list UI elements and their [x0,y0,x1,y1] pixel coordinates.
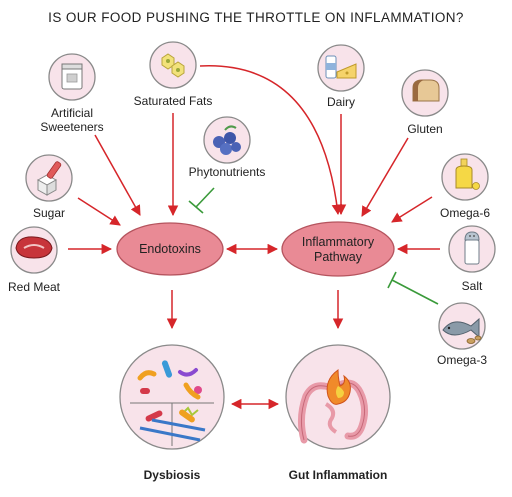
inhibit-phytonutrients-bar [188,200,204,214]
sugar-item: Sugar [25,154,73,220]
arrow-gluten-pathway [361,137,409,217]
bacteria-icon [130,360,214,446]
promoting-arrows [68,65,440,410]
inhibiting-lines [188,187,439,305]
omega6-item: Omega-6 [440,153,490,220]
page-title: IS OUR FOOD PUSHING THE THROTTLE ON INFL… [48,10,464,25]
arrow-sugar-endotoxins [77,197,121,226]
salt-shaker-icon [464,231,480,265]
saturated-fats-item: Saturated Fats [134,41,213,108]
dysbiosis-label: Dysbiosis [144,468,201,482]
red-meat-item: Red Meat [8,226,61,294]
endotoxins-label: Endotoxins [139,242,201,256]
steak-icon [15,236,53,259]
salt-item: Salt [448,225,496,293]
fish-icon [442,317,482,344]
omega6-label: Omega-6 [440,206,490,220]
arrow-omega6-pathway [391,196,433,223]
endotoxins-node: Endotoxins [116,222,224,276]
inhibit-omega3-pathway [391,279,439,305]
fat-molecule-icon [161,53,185,78]
phytonutrients-label: Phytonutrients [189,165,266,179]
artificial-sweeteners-label-2: Sweeteners [40,120,103,134]
arrow-sweeteners-endotoxins [94,134,141,216]
sugar-label: Sugar [33,206,65,220]
dairy-item: Dairy [317,44,365,109]
intestine-flame-icon [297,369,369,444]
berries-icon [213,125,241,155]
gluten-item: Gluten [401,69,449,136]
bread-icon [412,79,440,102]
phytonutrients-item: Phytonutrients [189,116,266,179]
artificial-sweeteners-item: Artificial Sweeteners [40,53,104,134]
inflammatory-pathway-label-2: Pathway [314,250,363,264]
inhibit-phytonutrients-endotoxins [195,187,215,208]
sweetener-packet-icon [61,63,83,90]
arrow-satfats-pathway [199,65,343,216]
dairy-label: Dairy [327,95,355,109]
oil-bottle-icon [455,158,480,190]
gut-inflammation-label: Gut Inflammation [289,468,388,482]
milk-cheese-icon [325,55,357,79]
omega3-item: Omega-3 [437,302,487,367]
salt-label: Salt [462,279,483,293]
inflammatory-pathway-node: Inflammatory Pathway [281,221,395,277]
omega3-label: Omega-3 [437,353,487,367]
dysbiosis-item: Dysbiosis [119,344,225,482]
gluten-label: Gluten [407,122,442,136]
sugar-cube-icon [36,161,62,196]
inflammatory-pathway-label-1: Inflammatory [302,235,375,249]
inhibit-omega3-bar [387,271,397,289]
artificial-sweeteners-label-1: Artificial [51,106,93,120]
saturated-fats-label: Saturated Fats [134,94,213,108]
red-meat-label: Red Meat [8,280,61,294]
gut-inflammation-item: Gut Inflammation [285,344,391,482]
